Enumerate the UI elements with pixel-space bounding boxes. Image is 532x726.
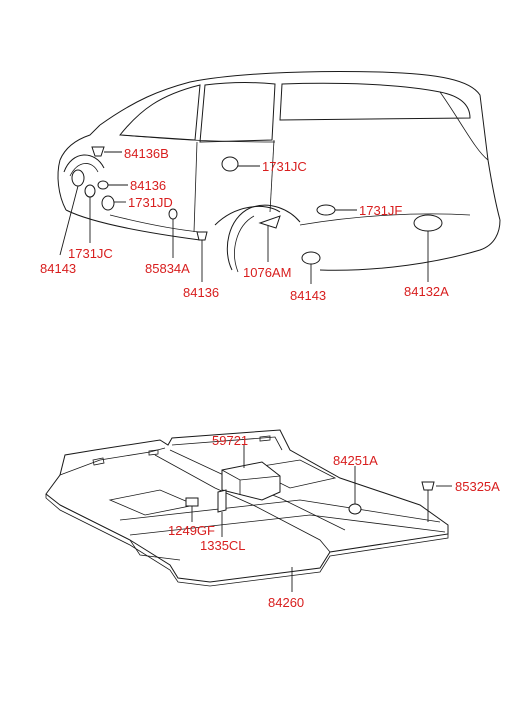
label-84136-lower: 84136 [183,285,219,300]
plug-1076am-shape[interactable] [258,215,281,229]
label-84132a: 84132A [404,284,449,299]
label-1731jc-roof: 1731JC [262,159,307,174]
label-84136: 84136 [130,178,166,193]
car-body-outline [57,71,501,273]
label-84143-front: 84143 [40,261,76,276]
plug-84132a-shape[interactable] [413,214,443,232]
floor-mat-parts [185,461,435,522]
part-85325a-shape[interactable] [421,481,435,491]
floor-labels: 59721 84251A 85325A 1249GF 1335CL 84260 [168,433,500,610]
pad-84143-rear-shape[interactable] [301,251,321,265]
plug-1731jf-shape[interactable] [316,204,336,216]
plug-1731jc-roof-shape[interactable] [221,156,239,172]
label-1731jf: 1731JF [359,203,402,218]
label-84136b: 84136B [124,146,169,161]
label-1731jd: 1731JD [128,195,173,210]
floor-mat-outline [45,429,449,587]
pad-84143-front-shape[interactable] [71,169,85,187]
car-labels: 84136B 1731JC 84136 1731JD 1731JF 1731JC… [40,146,449,303]
part-59721-shape[interactable] [221,461,281,501]
plug-1731jc-front-shape[interactable] [84,184,96,198]
part-1335cl-shape[interactable] [217,489,227,513]
label-1731jc-front: 1731JC [68,246,113,261]
label-1249gf: 1249GF [168,523,215,538]
label-84143-rear: 84143 [290,288,326,303]
car-leaders [59,151,429,284]
plug-85834a-shape[interactable] [168,208,178,220]
label-84260: 84260 [268,595,304,610]
car-plugs [71,146,443,265]
label-59721: 59721 [212,433,248,448]
label-85325a: 85325A [455,479,500,494]
plug-84136-lower-shape[interactable] [196,231,208,241]
floor-leaders [191,444,452,592]
plug-84136b-shape[interactable] [91,146,105,157]
part-1249gf-shape[interactable] [185,497,199,507]
label-84251a: 84251A [333,453,378,468]
label-85834a: 85834A [145,261,190,276]
plug-84136-shape[interactable] [97,180,109,190]
label-1076am: 1076AM [243,265,291,280]
part-84251a-shape[interactable] [348,503,362,515]
label-1335cl: 1335CL [200,538,246,553]
plug-1731jd-shape[interactable] [101,195,115,211]
